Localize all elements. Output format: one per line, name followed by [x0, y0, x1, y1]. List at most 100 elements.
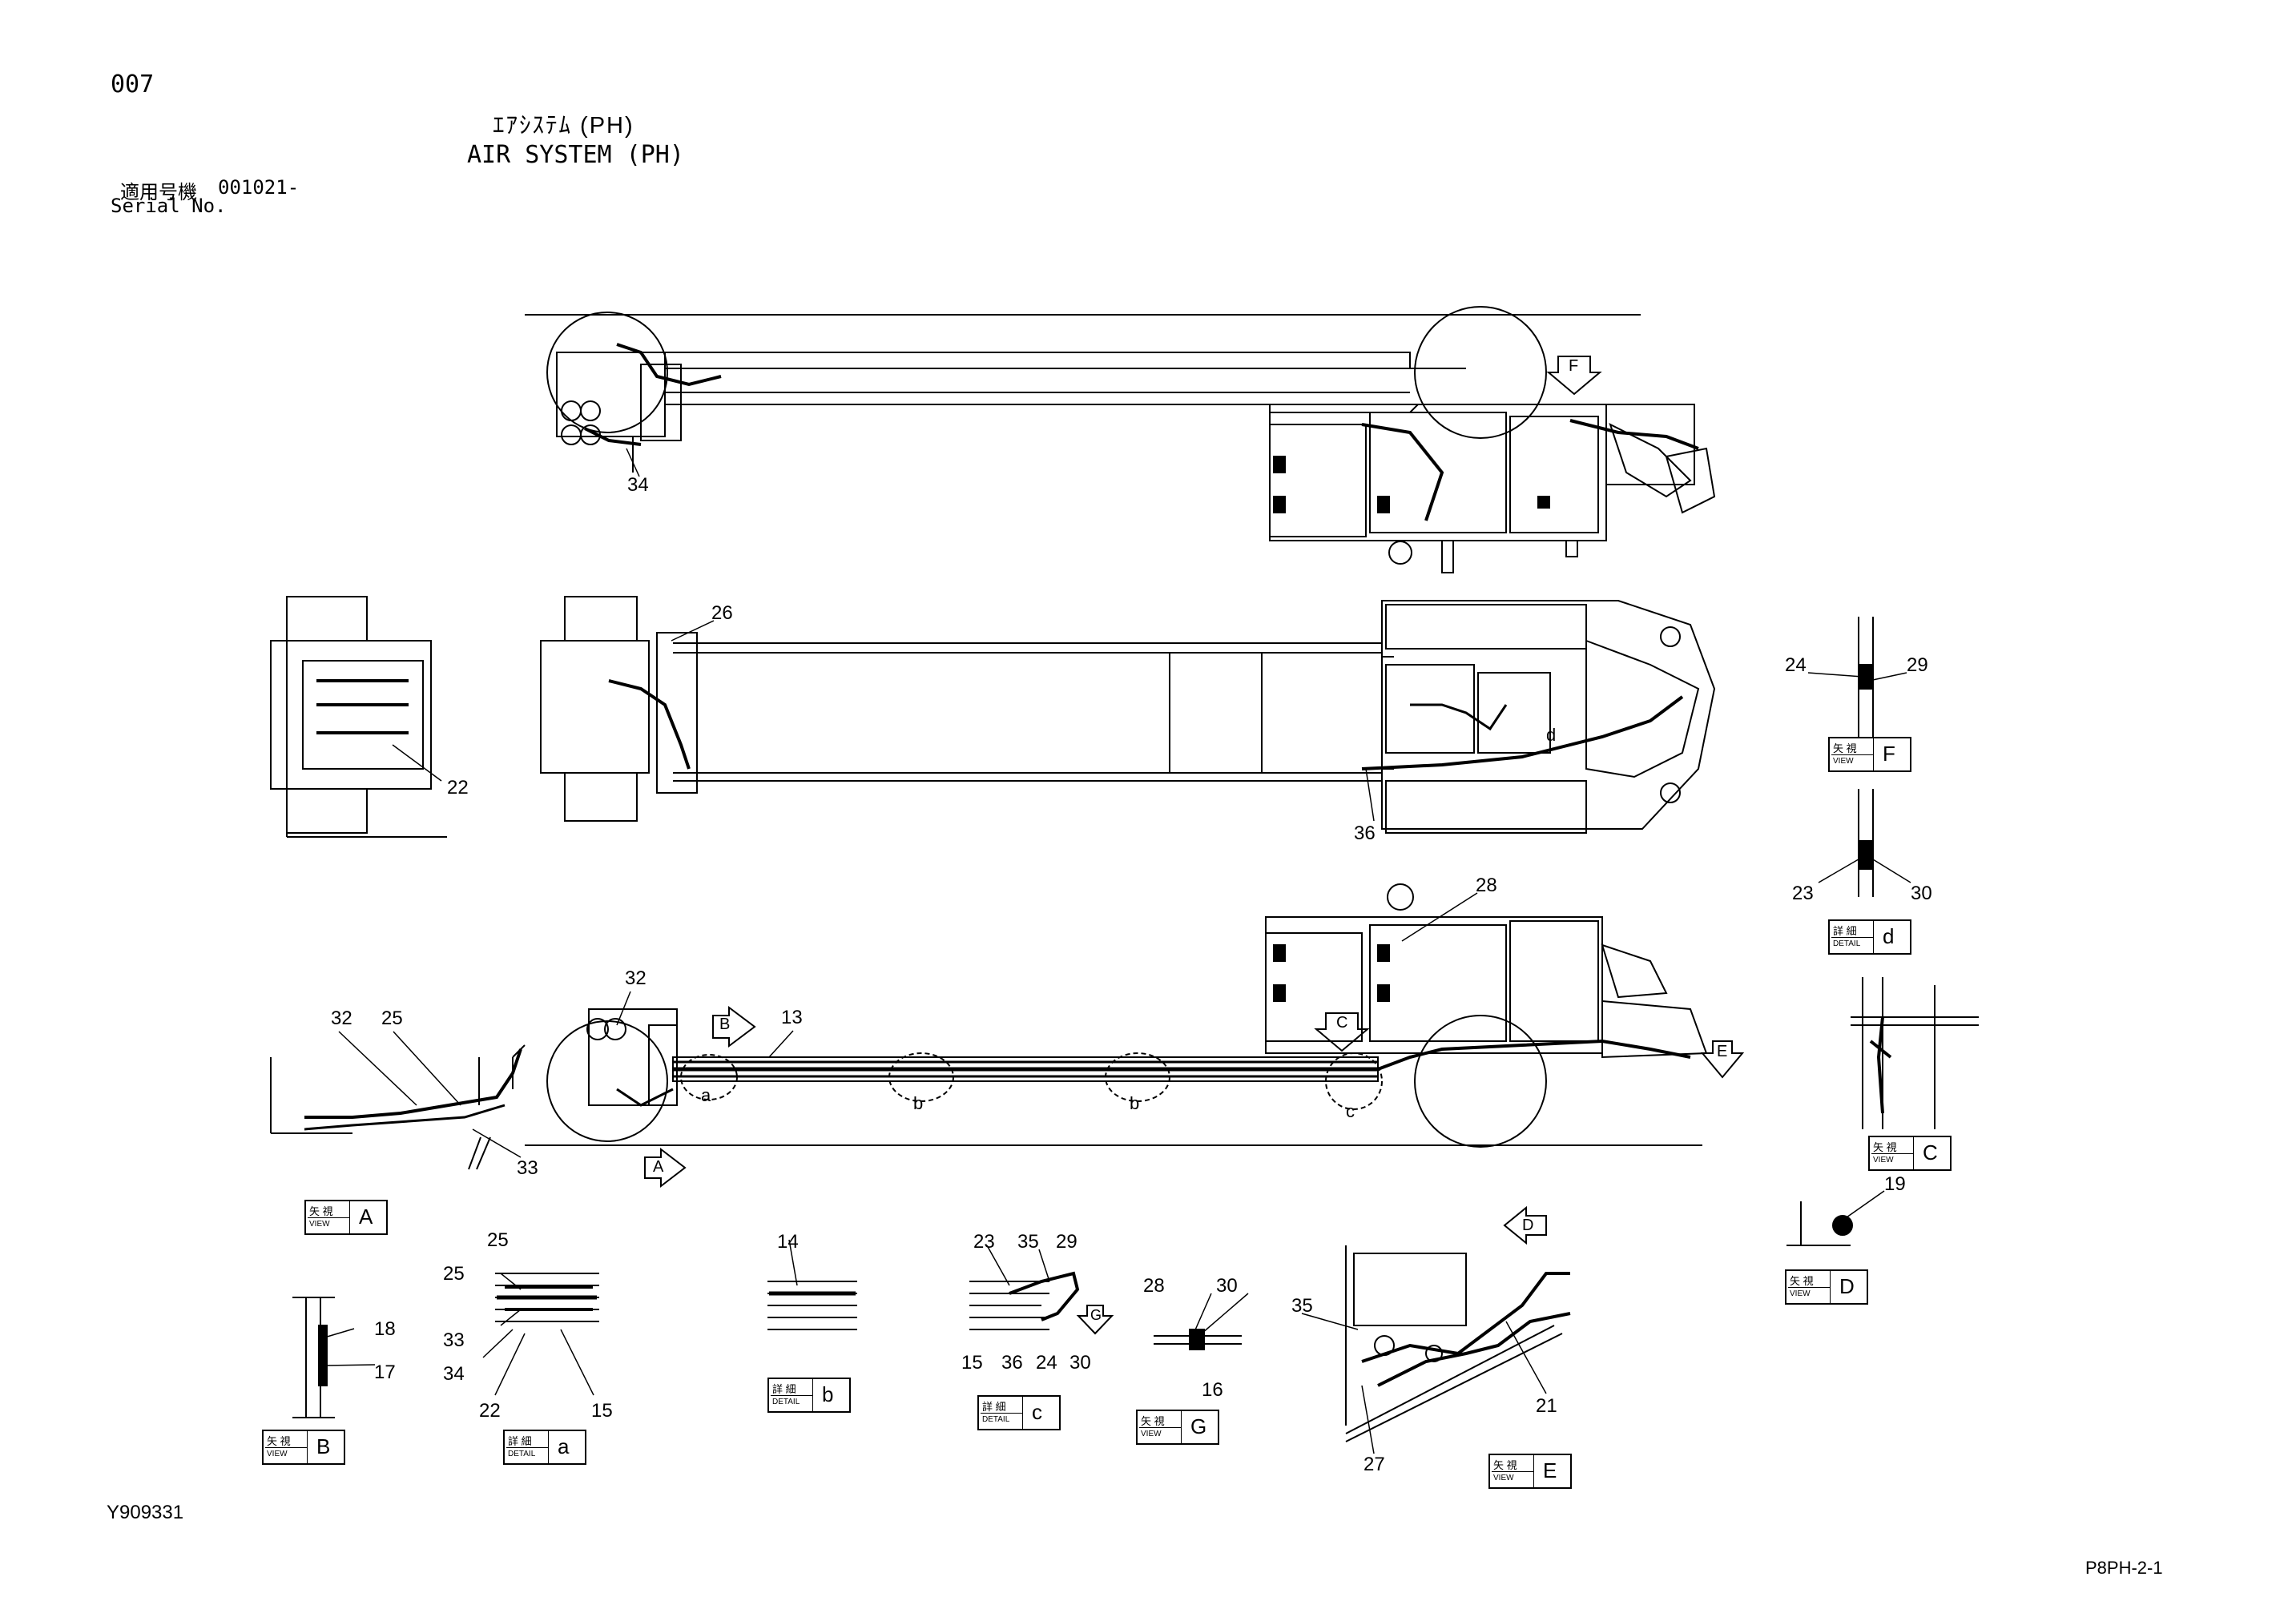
detail-b-box: 詳 細 DETAIL b: [767, 1378, 851, 1413]
view-d-box: 矢 視 VIEW D: [1785, 1269, 1868, 1305]
detail-a-box: 詳 細 DETAIL a: [503, 1430, 586, 1465]
arrow-letter-g: G: [1090, 1307, 1102, 1323]
callout-30-detail-c: 30: [1069, 1352, 1091, 1374]
view-a-jp: 矢 視: [309, 1205, 333, 1217]
callout-36-detail-c: 36: [1001, 1352, 1023, 1374]
view-f-letter: F: [1883, 742, 1895, 766]
callout-22-detail-a: 22: [479, 1400, 501, 1422]
view-arrow-g: [1076, 1305, 1114, 1335]
view-a-letter: A: [359, 1205, 373, 1229]
callout-leaders: [324, 448, 1911, 1454]
view-f-box: 矢 視 VIEW F: [1828, 737, 1911, 772]
view-g-jp: 矢 視: [1141, 1415, 1165, 1427]
side-elevation-view: [525, 883, 1708, 1148]
detail-a-drawing: [495, 1273, 599, 1322]
callout-32-side: 32: [625, 967, 647, 989]
view-e-en: VIEW: [1493, 1474, 1514, 1482]
callout-18: 18: [374, 1318, 396, 1340]
view-a-box: 矢 視 VIEW A: [304, 1200, 388, 1235]
callout-26: 26: [711, 602, 733, 624]
callout-35-detail-c: 35: [1017, 1231, 1039, 1253]
view-arrow-e: [1700, 1040, 1745, 1079]
page-code: P8PH-2-1: [2085, 1558, 2163, 1578]
detail-c-letter: c: [1032, 1400, 1042, 1424]
plan-detail-left: [270, 596, 447, 838]
callout-29-detail-c: 29: [1056, 1231, 1078, 1253]
view-c-letter: C: [1923, 1140, 1938, 1164]
view-b-en: VIEW: [267, 1450, 288, 1458]
callout-23-detail-c: 23: [973, 1231, 995, 1253]
callout-34: 34: [627, 474, 649, 496]
view-f-en: VIEW: [1833, 757, 1854, 766]
callout-30-view-g: 30: [1216, 1275, 1238, 1297]
callout-29-view-f: 29: [1907, 654, 1928, 676]
view-c-box: 矢 視 VIEW C: [1868, 1136, 1952, 1171]
detail-d-box: 詳 細 DETAIL d: [1828, 919, 1911, 955]
callout-14: 14: [777, 1231, 799, 1253]
drawing-number: Y909331: [107, 1502, 184, 1523]
arrow-letter-b: B: [719, 1016, 731, 1033]
arrow-letter-a: A: [653, 1158, 664, 1176]
callout-28: 28: [1476, 875, 1497, 896]
detail-a-letter: a: [558, 1434, 570, 1458]
view-b-jp: 矢 視: [267, 1435, 291, 1447]
callout-30-detail-d: 30: [1911, 883, 1932, 904]
detail-d-letter: d: [1883, 924, 1895, 948]
detail-a-en: DETAIL: [508, 1450, 536, 1458]
detail-b-en: DETAIL: [772, 1398, 800, 1406]
plan-view: [540, 596, 1716, 834]
detail-c-jp: 詳 細: [982, 1401, 1006, 1413]
callout-15-detail-c: 15: [961, 1352, 983, 1374]
view-a-en: VIEW: [309, 1220, 330, 1229]
view-c-drawing: [1851, 977, 1979, 1129]
arrow-letter-f: F: [1569, 357, 1579, 375]
view-arrow-c: [1314, 1012, 1370, 1052]
section-mark-b1: b: [913, 1093, 924, 1113]
detail-b-letter: b: [822, 1382, 834, 1406]
callout-28-view-g: 28: [1143, 1275, 1165, 1297]
page-number: 007: [111, 70, 155, 99]
view-e-drawing: [1345, 1245, 1571, 1442]
detail-a-jp: 詳 細: [508, 1435, 532, 1447]
arrow-letter-e: E: [1717, 1043, 1728, 1060]
detail-d-drawing: [1858, 789, 1874, 897]
callout-33-view-a: 33: [517, 1157, 538, 1179]
view-arrow-d: [1503, 1205, 1547, 1245]
callout-32-view-a: 32: [331, 1008, 352, 1029]
view-b-drawing: [292, 1297, 335, 1418]
callout-16: 16: [1202, 1379, 1223, 1401]
callout-19: 19: [1884, 1173, 1906, 1195]
callout-24-view-f: 24: [1785, 654, 1807, 676]
detail-d-en: DETAIL: [1833, 939, 1861, 948]
view-e-box: 矢 視 VIEW E: [1488, 1454, 1572, 1489]
top-elevation-view: [525, 306, 1716, 573]
view-arrow-f: [1546, 356, 1602, 396]
detail-c-drawing: [969, 1271, 1080, 1330]
serial-label-japanese: 適用号機: [120, 182, 197, 203]
section-mark-a: a: [701, 1085, 711, 1105]
callout-25-view-a: 25: [381, 1008, 403, 1029]
view-d-letter: D: [1839, 1274, 1855, 1298]
view-g-letter: G: [1190, 1414, 1207, 1438]
callout-35-view-e: 35: [1291, 1295, 1313, 1317]
section-mark-c: c: [1346, 1101, 1355, 1121]
view-b-box: 矢 視 VIEW B: [262, 1430, 345, 1465]
detail-b-jp: 詳 細: [772, 1383, 796, 1395]
callout-17: 17: [374, 1362, 396, 1383]
callout-25-detail-a-top: 25: [487, 1229, 509, 1251]
callout-21: 21: [1536, 1395, 1557, 1417]
view-arrow-b: [712, 1006, 756, 1048]
view-g-box: 矢 視 VIEW G: [1136, 1410, 1219, 1445]
view-e-jp: 矢 視: [1493, 1459, 1517, 1471]
detail-c-box: 詳 細 DETAIL c: [977, 1395, 1061, 1430]
view-f-jp: 矢 視: [1833, 742, 1857, 754]
view-d-drawing: [1786, 1201, 1853, 1246]
view-b-letter: B: [316, 1434, 331, 1458]
view-d-en: VIEW: [1790, 1289, 1811, 1298]
detail-d-jp: 詳 細: [1833, 925, 1857, 937]
view-arrow-a: [644, 1147, 687, 1189]
callout-36: 36: [1354, 823, 1376, 844]
arrow-letter-c: C: [1336, 1014, 1348, 1032]
arrow-letter-d: D: [1522, 1217, 1534, 1234]
section-mark-d: d: [1546, 725, 1557, 745]
